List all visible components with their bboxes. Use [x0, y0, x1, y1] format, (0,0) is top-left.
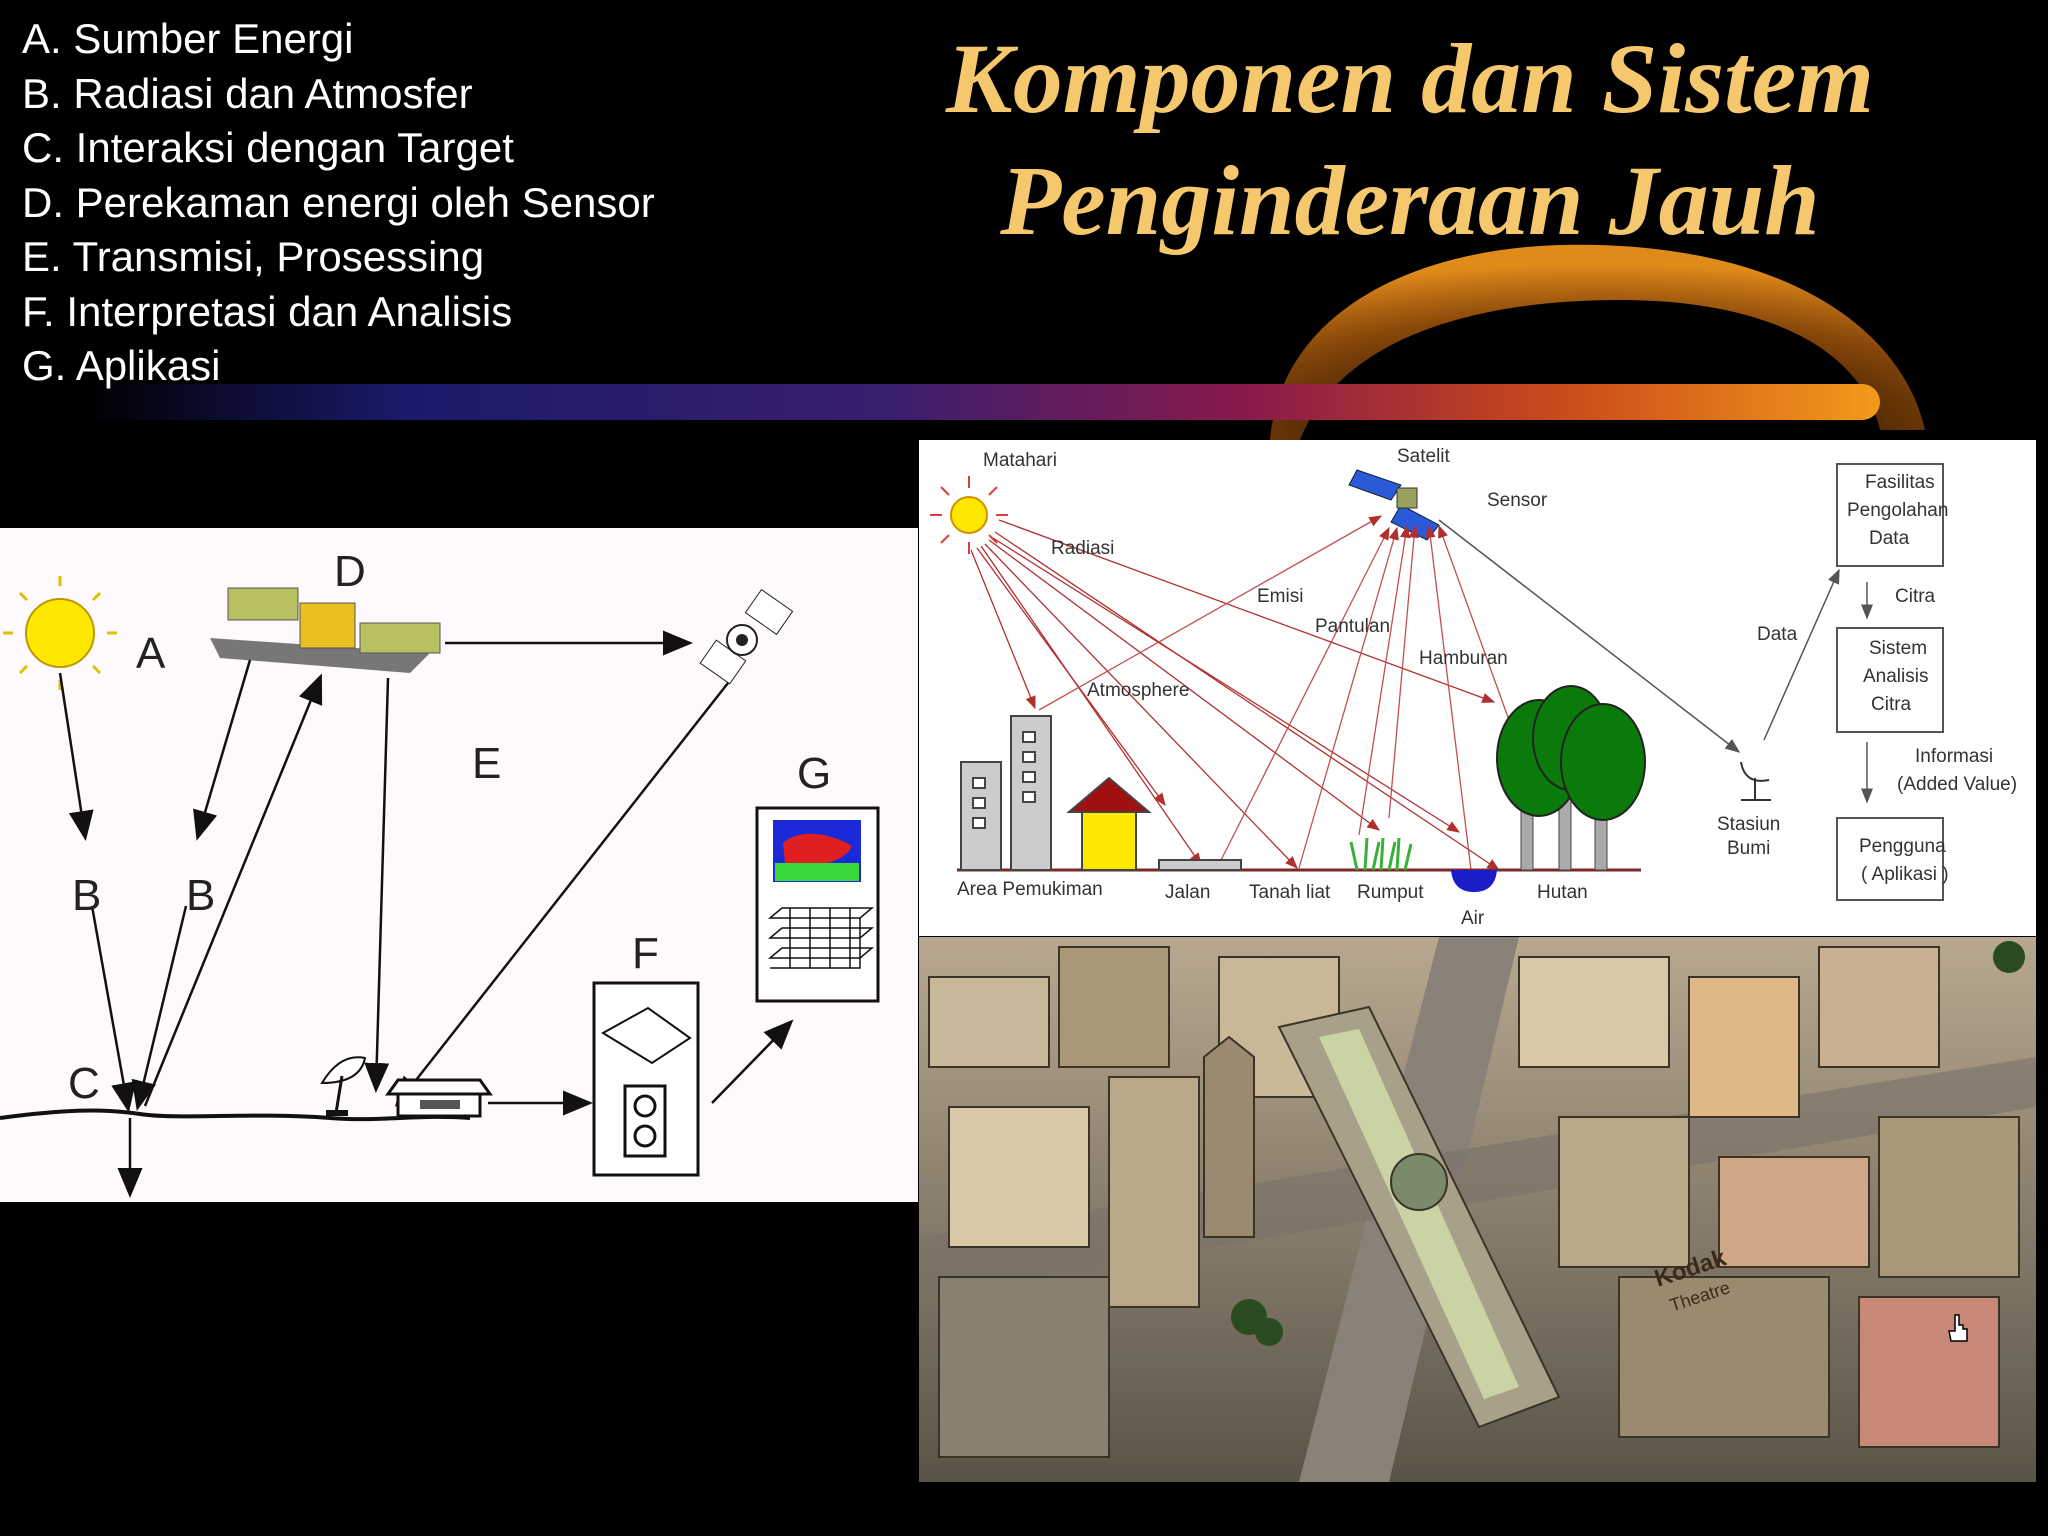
component-item: A. Sumber Energi	[22, 15, 354, 62]
label-citra-box: Citra	[1871, 694, 1912, 715]
water-icon	[1451, 870, 1497, 892]
label-sistem: Sistem	[1869, 638, 1927, 659]
label-e: E	[472, 739, 501, 788]
label-fasilitas: Fasilitas	[1865, 472, 1935, 493]
remote-sensing-component-diagram: A B B C D E F G	[0, 528, 918, 1202]
component-list: A. Sumber Energi B. Radiasi dan Atmosfer…	[22, 12, 655, 394]
label-data: Data	[1757, 624, 1798, 645]
processing-building-icon	[385, 1078, 493, 1118]
grass-icon	[1349, 837, 1413, 871]
title-line-2: Penginderaan Jauh	[1000, 145, 1820, 256]
component-item: F. Interpretasi dan Analisis	[22, 287, 513, 335]
label-bumi: Bumi	[1727, 838, 1770, 859]
label-b1: B	[72, 871, 101, 920]
satellite-icon	[210, 587, 441, 673]
component-item: C. Interaksi dengan Target	[22, 124, 514, 171]
label-b2: B	[186, 871, 215, 920]
hand-cursor-icon	[1948, 1314, 1968, 1342]
label-matahari: Matahari	[983, 450, 1057, 471]
user-box	[1836, 817, 1944, 901]
label-atmosphere: Atmosphere	[1087, 680, 1189, 701]
label-area-pemukiman: Area Pemukiman	[957, 879, 1103, 900]
label-pengguna: Pengguna	[1859, 836, 1946, 857]
satellite-dish-icon	[320, 1056, 367, 1116]
component-item: E. Transmisi, Prosessing	[22, 233, 485, 280]
label-d: D	[334, 547, 366, 596]
label-a: A	[136, 629, 166, 678]
label-aplikasi: ( Aplikasi )	[1861, 864, 1949, 885]
label-sensor: Sensor	[1487, 490, 1548, 511]
swoosh-decoration	[80, 244, 1925, 440]
label-radiasi: Radiasi	[1051, 538, 1114, 559]
label-hutan: Hutan	[1537, 882, 1588, 903]
component-item: D. Perekaman energi oleh Sensor	[22, 178, 655, 226]
label-c: C	[68, 1059, 100, 1108]
label-pengolahan: Pengolahan	[1847, 500, 1948, 521]
label-pantulan: Pantulan	[1315, 616, 1390, 637]
label-f: F	[632, 929, 659, 978]
label-tanah-liat: Tanah liat	[1249, 882, 1331, 903]
label-rumput: Rumput	[1357, 882, 1424, 903]
label-citra: Citra	[1895, 586, 1936, 607]
title-line-1: Komponen dan Sistem	[946, 23, 1874, 134]
processing-facility-box	[1836, 463, 1944, 567]
label-air: Air	[1461, 908, 1485, 929]
label-stasiun: Stasiun	[1717, 814, 1780, 835]
label-emisi: Emisi	[1257, 586, 1303, 607]
page-title: Komponen dan Sistem Penginderaan Jauh	[860, 18, 1960, 262]
interpretation-box	[592, 981, 700, 1177]
label-data-box: Data	[1869, 528, 1910, 549]
component-item: G. Aplikasi	[22, 342, 221, 389]
application-box	[755, 806, 880, 1003]
road-icon	[1158, 859, 1242, 871]
relay-satellite-icon	[699, 588, 794, 685]
label-satelit: Satelit	[1397, 446, 1451, 467]
label-g: G	[797, 749, 831, 798]
analysis-system-box	[1836, 627, 1944, 733]
satellite-icon	[1348, 469, 1440, 541]
label-informasi: Informasi	[1915, 746, 1993, 767]
label-added-value: (Added Value)	[1897, 774, 2017, 795]
sun-icon	[3, 576, 117, 690]
sun-icon	[930, 476, 1008, 554]
forest-trees-icon	[1496, 685, 1646, 871]
label-analisis: Analisis	[1863, 666, 1928, 687]
component-item: B. Radiasi dan Atmosfer	[22, 69, 473, 117]
city-aerial-image: Kodak Theatre	[919, 937, 2036, 1482]
settlement-buildings-icon	[960, 715, 1152, 871]
ground-station-icon	[1740, 761, 1771, 801]
label-jalan: Jalan	[1165, 882, 1210, 903]
remote-sensing-system-diagram: Matahari Satelit Sensor Radiasi Emisi Pa…	[919, 440, 2036, 936]
label-hamburan: Hamburan	[1419, 648, 1508, 669]
